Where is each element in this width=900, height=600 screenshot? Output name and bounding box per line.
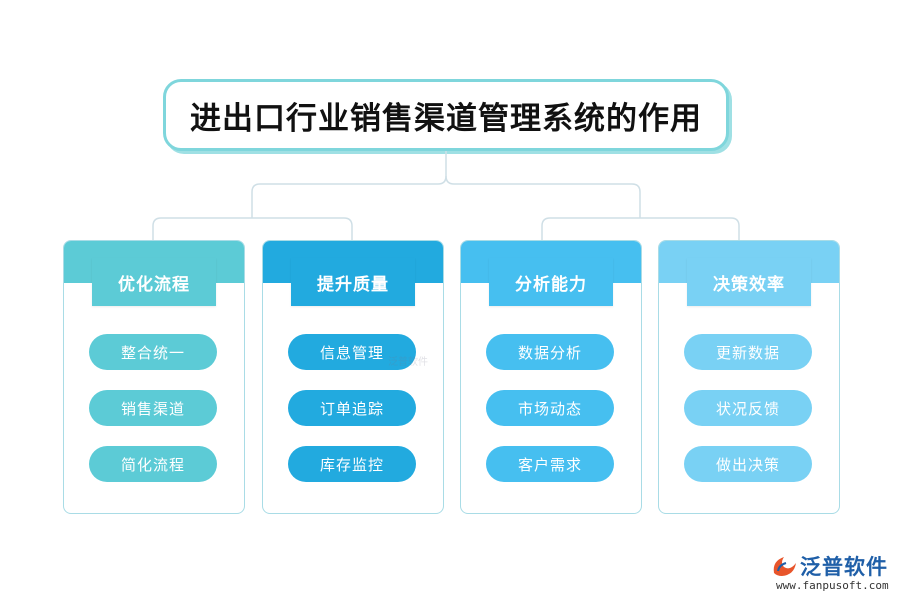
item-pill: 客户需求	[486, 446, 614, 482]
item-pill: 市场动态	[486, 390, 614, 426]
item-pill: 更新数据	[684, 334, 812, 370]
brand-logo: 泛普软件 www.fanpusoft.com	[770, 551, 890, 595]
column-improve-quality: 提升质量 信息管理 订单追踪 库存监控	[262, 240, 444, 514]
trunk-line	[251, 151, 447, 218]
column-heading: 提升质量	[291, 258, 415, 306]
diagram-title: 进出口行业销售渠道管理系统的作用	[190, 100, 702, 137]
item-pill: 简化流程	[89, 446, 217, 482]
title-box: 进出口行业销售渠道管理系统的作用	[163, 79, 729, 151]
logo-url: www.fanpusoft.com	[776, 579, 889, 592]
item-pill: 做出决策	[684, 446, 812, 482]
fanpu-logo-icon	[773, 557, 796, 576]
column-heading: 决策效率	[687, 258, 811, 306]
column-optimize-process: 优化流程 整合统一 销售渠道 简化流程	[63, 240, 245, 514]
item-pill: 销售渠道	[89, 390, 217, 426]
item-pill: 库存监控	[288, 446, 416, 482]
left-branch	[152, 217, 353, 240]
logo-name: 泛普软件	[800, 555, 888, 579]
column-heading: 分析能力	[489, 258, 613, 306]
column-analysis-capability: 分析能力 数据分析 市场动态 客户需求	[460, 240, 642, 514]
item-pill: 信息管理	[288, 334, 416, 370]
right-branch	[541, 217, 740, 240]
column-decision-efficiency: 决策效率 更新数据 状况反馈 做出决策	[658, 240, 840, 514]
item-pill: 订单追踪	[288, 390, 416, 426]
watermark: 泛普软件	[388, 357, 428, 368]
item-pill: 数据分析	[486, 334, 614, 370]
column-heading: 优化流程	[92, 258, 216, 306]
trunk-line-right	[445, 175, 641, 218]
item-pill: 状况反馈	[684, 390, 812, 426]
item-pill: 整合统一	[89, 334, 217, 370]
